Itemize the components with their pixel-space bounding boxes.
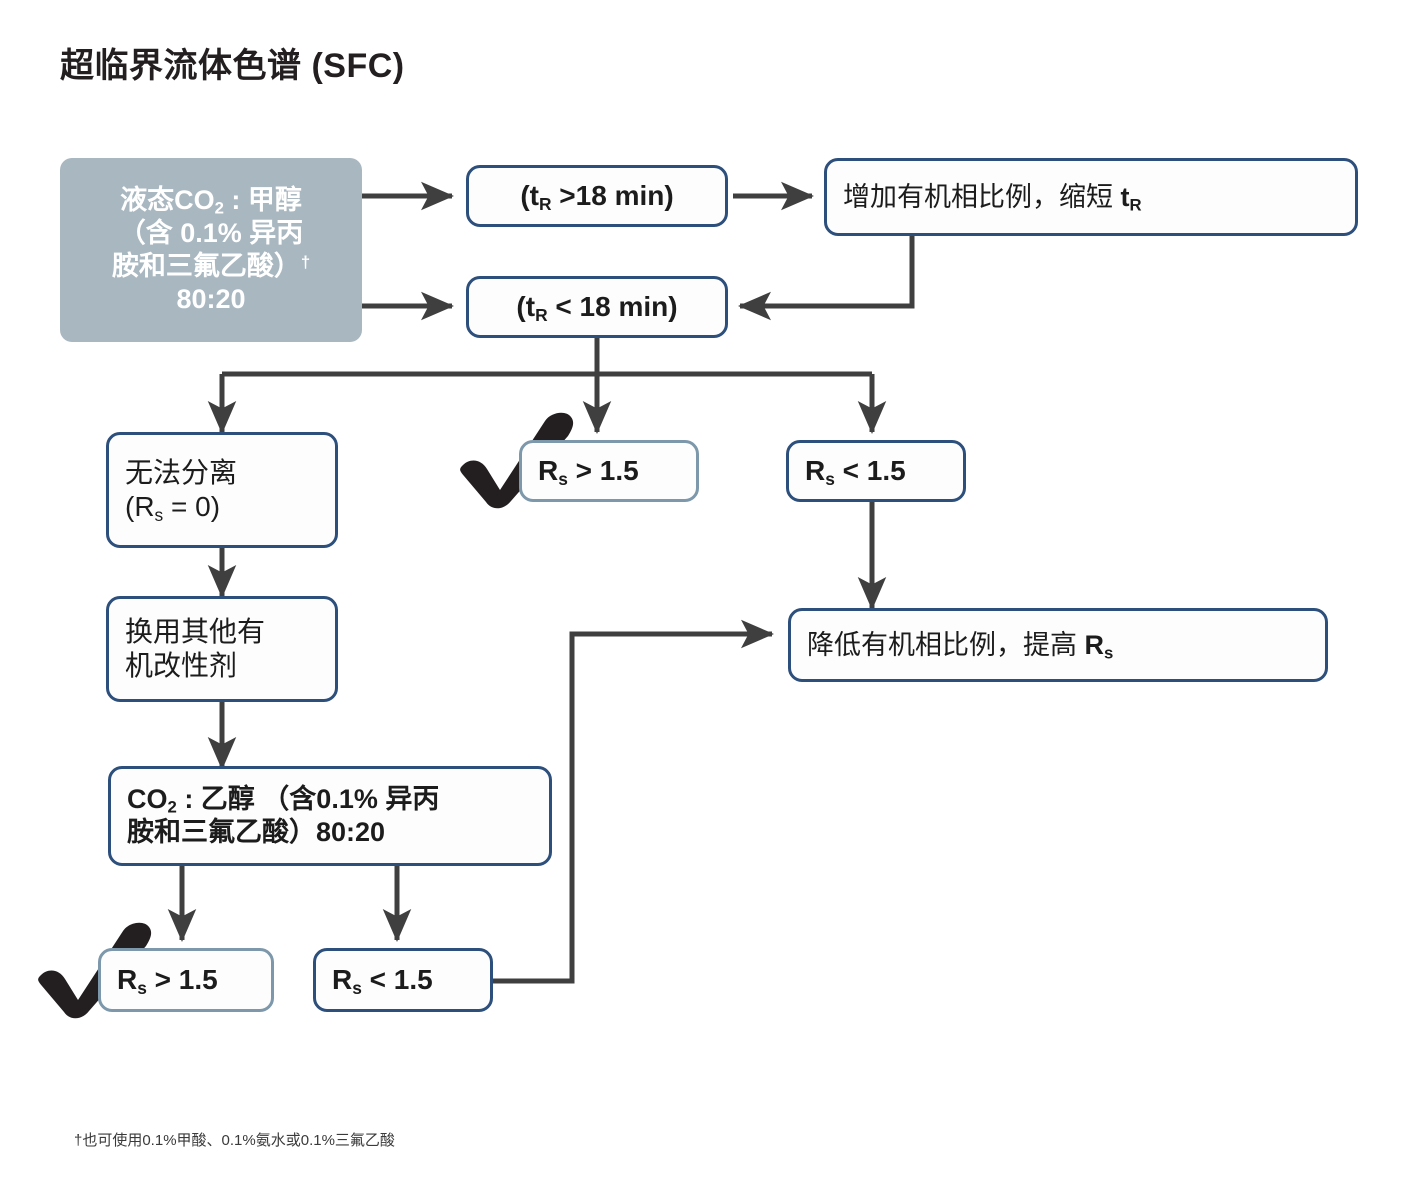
- no-separation-label: 无法分离 (Rs = 0): [125, 456, 238, 525]
- increase-organic-label: 增加有机相比例，缩短 tR: [843, 181, 1142, 215]
- decrease-organic-label: 降低有机相比例，提高 Rs: [807, 629, 1114, 663]
- wire-increase-feedback: [737, 236, 915, 321]
- node-increase-organic[interactable]: 增加有机相比例，缩短 tR: [824, 158, 1358, 236]
- page-title: 超临界流体色谱 (SFC): [60, 47, 405, 85]
- rs-less-top-label: Rs < 1.5: [805, 454, 906, 489]
- start-line3: 胺和三氟乙酸）†: [111, 251, 311, 281]
- node-co2-ethanol[interactable]: CO2 : 乙醇 （含0.1% 异丙 胺和三氟乙酸）80:20: [108, 766, 552, 866]
- node-rs-greater-top[interactable]: Rs > 1.5: [519, 440, 699, 502]
- node-start-mobile-phase[interactable]: 液态CO2 : 甲醇 （含 0.1% 异丙 胺和三氟乙酸）† 80:20: [60, 158, 362, 342]
- rs-greater-top-label: Rs > 1.5: [538, 454, 639, 489]
- node-rs-less-bottom[interactable]: Rs < 1.5: [313, 948, 493, 1012]
- node-rs-less-top[interactable]: Rs < 1.5: [786, 440, 966, 502]
- switch-modifier-label: 换用其他有 机改性剂: [125, 615, 266, 681]
- start-line4: 80:20: [176, 283, 246, 314]
- node-tr-less-18[interactable]: (tR < 18 min): [466, 276, 728, 338]
- node-tr-greater-18[interactable]: (tR >18 min): [466, 165, 728, 227]
- node-no-separation[interactable]: 无法分离 (Rs = 0): [106, 432, 338, 548]
- rs-greater-bottom-label: Rs > 1.5: [117, 963, 218, 998]
- node-switch-modifier[interactable]: 换用其他有 机改性剂: [106, 596, 338, 702]
- tr-long-label: (tR >18 min): [520, 179, 674, 214]
- footnote-text: †也可使用0.1%甲酸、0.1%氨水或0.1%三氟乙酸: [74, 1132, 395, 1149]
- node-decrease-organic[interactable]: 降低有机相比例，提高 Rs: [788, 608, 1328, 682]
- tr-short-label: (tR < 18 min): [516, 290, 678, 325]
- start-line2: （含 0.1% 异丙: [118, 218, 304, 249]
- node-rs-greater-bottom[interactable]: Rs > 1.5: [98, 948, 274, 1012]
- co2-ethanol-label: CO2 : 乙醇 （含0.1% 异丙 胺和三氟乙酸）80:20: [127, 784, 440, 847]
- rs-less-bottom-label: Rs < 1.5: [332, 963, 433, 998]
- start-line1: 液态CO2 : 甲醇: [120, 185, 302, 218]
